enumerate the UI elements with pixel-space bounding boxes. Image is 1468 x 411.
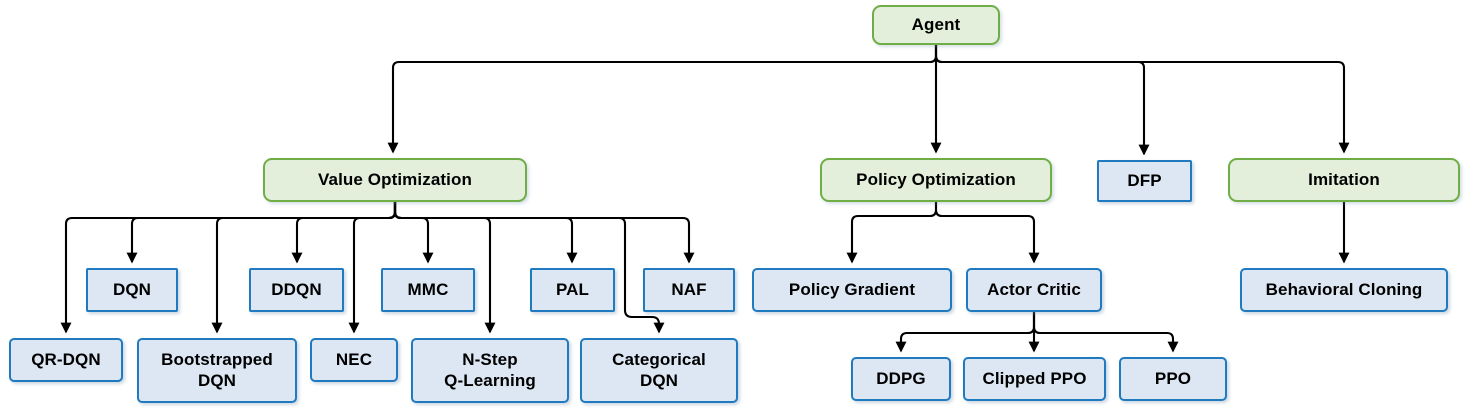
node-agent[interactable]: Agent	[872, 5, 1000, 45]
node-nec-label: NEC	[335, 349, 373, 369]
node-clipped-ppo-label: Clipped PPO	[982, 368, 1087, 388]
edge-value-optimization-to-ddqn	[291, 202, 397, 264]
node-n-step-q-learning[interactable]: N-Step Q-Learning	[411, 338, 569, 403]
node-qr-dqn[interactable]: QR-DQN	[9, 338, 123, 382]
edge-policy-optimization-to-policy-gradient	[846, 202, 938, 264]
node-pal-label: PAL	[555, 279, 590, 299]
node-behavioral-cloning[interactable]: Behavioral Cloning	[1240, 268, 1448, 312]
node-dqn-label: DQN	[112, 279, 152, 299]
node-mmc-label: MMC	[407, 279, 449, 299]
node-behavioral-cloning-label: Behavioral Cloning	[1265, 279, 1423, 299]
node-ddpg-label: DDPG	[876, 368, 926, 388]
node-n-step-q-learning-label: N-Step Q-Learning	[444, 350, 536, 390]
edge-value-optimization-to-nec	[348, 202, 397, 334]
node-policy-gradient-label: Policy Gradient	[788, 279, 916, 299]
node-ddpg[interactable]: DDPG	[851, 357, 951, 401]
edge-value-optimization-to-bootstrapped-dqn	[211, 202, 397, 334]
node-imitation[interactable]: Imitation	[1228, 158, 1460, 202]
node-clipped-ppo[interactable]: Clipped PPO	[963, 357, 1106, 401]
edge-value-optimization-to-dqn	[126, 202, 397, 264]
edge-value-optimization-to-naf	[393, 202, 695, 264]
node-naf[interactable]: NAF	[643, 268, 735, 312]
edge-agent-to-imitation	[934, 45, 1350, 154]
node-categorical-dqn-label: Categorical DQN	[612, 350, 706, 390]
node-policy-gradient[interactable]: Policy Gradient	[752, 268, 952, 312]
edge-value-optimization-to-mmc	[393, 202, 434, 264]
node-ddqn-label: DDQN	[271, 279, 322, 299]
edge-value-optimization-to-n-step-q-learning	[393, 202, 496, 334]
node-pal[interactable]: PAL	[530, 268, 615, 312]
node-mmc[interactable]: MMC	[381, 268, 475, 312]
node-ppo-label: PPO	[1154, 368, 1192, 388]
edge-agent-to-value-optimization	[387, 45, 938, 154]
node-bootstrapped-dqn[interactable]: Bootstrapped DQN	[137, 338, 297, 403]
node-dfp-label: DFP	[1127, 170, 1162, 190]
node-policy-optimization-label: Policy Optimization	[856, 169, 1016, 189]
edge-actor-critic-to-ddpg	[895, 312, 1036, 353]
node-actor-critic-label: Actor Critic	[987, 279, 1081, 299]
edge-agent-to-dfp	[934, 45, 1150, 156]
node-policy-optimization[interactable]: Policy Optimization	[820, 158, 1052, 202]
edge-actor-critic-to-ppo	[1032, 312, 1179, 353]
edge-value-optimization-to-qr-dqn	[60, 202, 397, 334]
edge-value-optimization-to-pal	[393, 202, 578, 264]
node-dfp[interactable]: DFP	[1097, 160, 1192, 202]
node-naf-label: NAF	[671, 279, 707, 299]
node-qr-dqn-label: QR-DQN	[31, 349, 101, 369]
node-ppo[interactable]: PPO	[1119, 357, 1227, 401]
node-nec[interactable]: NEC	[310, 338, 398, 382]
edge-value-optimization-to-categorical-dqn	[393, 202, 665, 334]
node-categorical-dqn[interactable]: Categorical DQN	[580, 338, 738, 403]
node-agent-label: Agent	[911, 14, 961, 34]
node-imitation-label: Imitation	[1308, 169, 1380, 189]
node-value-optimization[interactable]: Value Optimization	[263, 158, 527, 202]
node-bootstrapped-dqn-label: Bootstrapped DQN	[161, 350, 273, 390]
node-actor-critic[interactable]: Actor Critic	[966, 268, 1102, 312]
node-dqn[interactable]: DQN	[86, 268, 178, 312]
edge-policy-optimization-to-actor-critic	[934, 202, 1040, 264]
node-ddqn[interactable]: DDQN	[249, 268, 344, 312]
node-value-optimization-label: Value Optimization	[318, 169, 472, 189]
